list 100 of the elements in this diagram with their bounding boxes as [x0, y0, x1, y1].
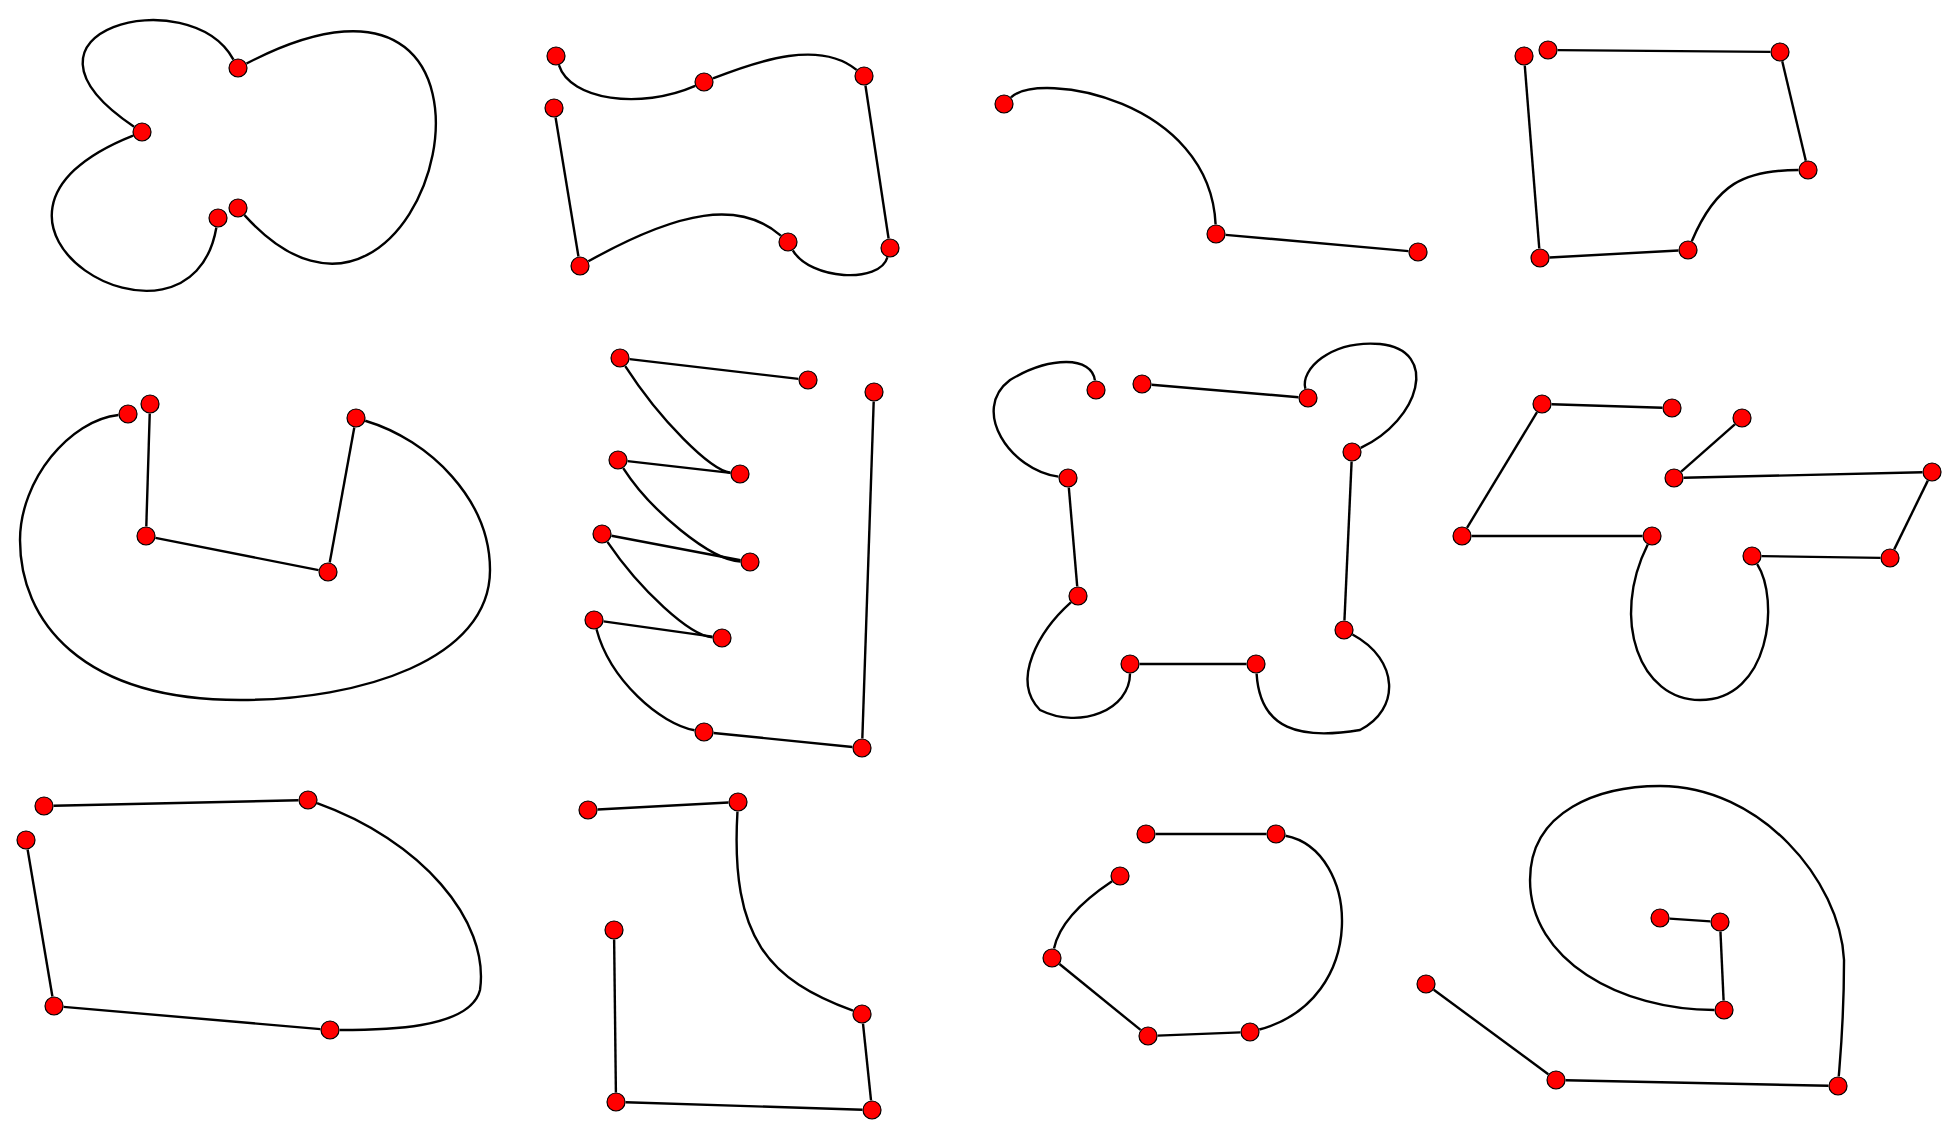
curve-line	[1225, 233, 1409, 253]
curve-line	[1719, 931, 1725, 1001]
curve-line	[624, 365, 731, 474]
curve-line	[1893, 480, 1929, 550]
vertex-dot	[1530, 248, 1550, 268]
curve-line	[861, 401, 875, 739]
curve-line	[1258, 834, 1343, 1031]
curve-line	[1528, 784, 1846, 1077]
curve-line	[1343, 461, 1353, 621]
vertex-dot	[1538, 40, 1558, 60]
curve-line	[316, 802, 482, 1032]
curve-line	[26, 849, 54, 997]
curve-line	[1433, 988, 1549, 1076]
vertex-dot	[1922, 462, 1942, 482]
vertex-dot	[740, 552, 760, 572]
curve-line	[145, 413, 151, 527]
curve-line	[864, 85, 890, 239]
vertex-dot	[1136, 824, 1156, 844]
vertex-dot	[1206, 224, 1226, 244]
curve-line	[1557, 48, 1771, 54]
curve-line	[1058, 963, 1142, 1031]
vertex-dot	[728, 792, 748, 812]
curve-line	[1549, 249, 1679, 259]
curve-line	[1155, 832, 1267, 836]
vertex-dot	[778, 232, 798, 252]
vertex-dot	[16, 830, 36, 850]
curve-line	[1761, 554, 1881, 560]
curve-line	[1683, 471, 1923, 479]
curve-line	[81, 19, 235, 128]
curve-line	[861, 1023, 873, 1101]
vertex-dot	[1678, 240, 1698, 260]
vertex-dot	[1298, 388, 1318, 408]
vertex-dot	[1452, 526, 1472, 546]
vertex-dot	[1138, 1026, 1158, 1046]
vertex-dot	[1086, 380, 1106, 400]
vertex-dot	[1742, 546, 1762, 566]
vertex-dot	[1514, 46, 1534, 66]
vertex-dot	[320, 1020, 340, 1040]
curve-line	[243, 31, 437, 265]
vertex-dot	[1110, 866, 1130, 886]
vertex-dot	[1266, 824, 1286, 844]
vertex-dot	[606, 1092, 626, 1112]
curve-line	[51, 134, 218, 292]
vertex-dot	[208, 208, 228, 228]
vertex-dot	[584, 610, 604, 630]
curve-line	[627, 459, 731, 475]
curve-line	[328, 427, 356, 563]
curve-line	[1151, 383, 1299, 399]
vertex-dot	[608, 450, 628, 470]
vertex-dot	[228, 198, 248, 218]
curve-line	[1010, 87, 1217, 225]
vertex-dot	[578, 800, 598, 820]
vertex-dot	[694, 72, 714, 92]
curve-line	[587, 213, 782, 263]
vertex-dot	[1132, 374, 1152, 394]
curve-line	[1471, 534, 1643, 538]
curve-line	[1781, 61, 1807, 161]
vertex-dot	[570, 256, 590, 276]
vertex-dot	[1532, 394, 1552, 414]
vertex-dot	[44, 996, 64, 1016]
vertex-dot	[592, 524, 612, 544]
vertex-dot	[1246, 654, 1266, 674]
vertex-dot	[1416, 974, 1436, 994]
curve-line	[1157, 1031, 1241, 1037]
vertex-dot	[546, 46, 566, 66]
vertex-dot	[798, 370, 818, 390]
vertex-dot	[1828, 1076, 1848, 1096]
curve-line	[1465, 411, 1539, 529]
vertex-dot	[1650, 908, 1670, 928]
vertex-dot	[994, 94, 1014, 114]
vertex-dot	[854, 66, 874, 86]
vertex-dot	[694, 722, 714, 742]
vertex-dot	[880, 238, 900, 258]
vertex-dot	[1714, 1000, 1734, 1020]
curve-line	[712, 53, 858, 80]
curve-line	[629, 357, 799, 381]
vertex-dot	[132, 122, 152, 142]
vertex-dot	[1710, 912, 1730, 932]
vertex-dot	[864, 382, 884, 402]
curve-line	[1255, 633, 1391, 735]
vertex-dot	[1240, 1022, 1260, 1042]
curve-line	[1052, 880, 1113, 949]
vertex-dot	[34, 796, 54, 816]
vertex-dot	[712, 628, 732, 648]
vertex-dot	[318, 562, 338, 582]
vertex-dot	[346, 408, 366, 428]
vertex-dot	[228, 58, 248, 78]
vertex-dot	[1068, 586, 1088, 606]
vertex-dot	[1546, 1070, 1566, 1090]
vertex-dot	[1642, 526, 1662, 546]
vertex-dot	[1798, 160, 1818, 180]
vertex-dot	[604, 920, 624, 940]
vertex-dot	[1334, 620, 1354, 640]
curve-line	[1523, 65, 1541, 249]
curve-line	[1690, 168, 1799, 242]
curve-line	[597, 801, 729, 811]
vertex-dot	[1770, 42, 1790, 62]
curve-line	[554, 117, 580, 257]
vertex-dot	[544, 98, 564, 118]
vertex-dot	[852, 738, 872, 758]
